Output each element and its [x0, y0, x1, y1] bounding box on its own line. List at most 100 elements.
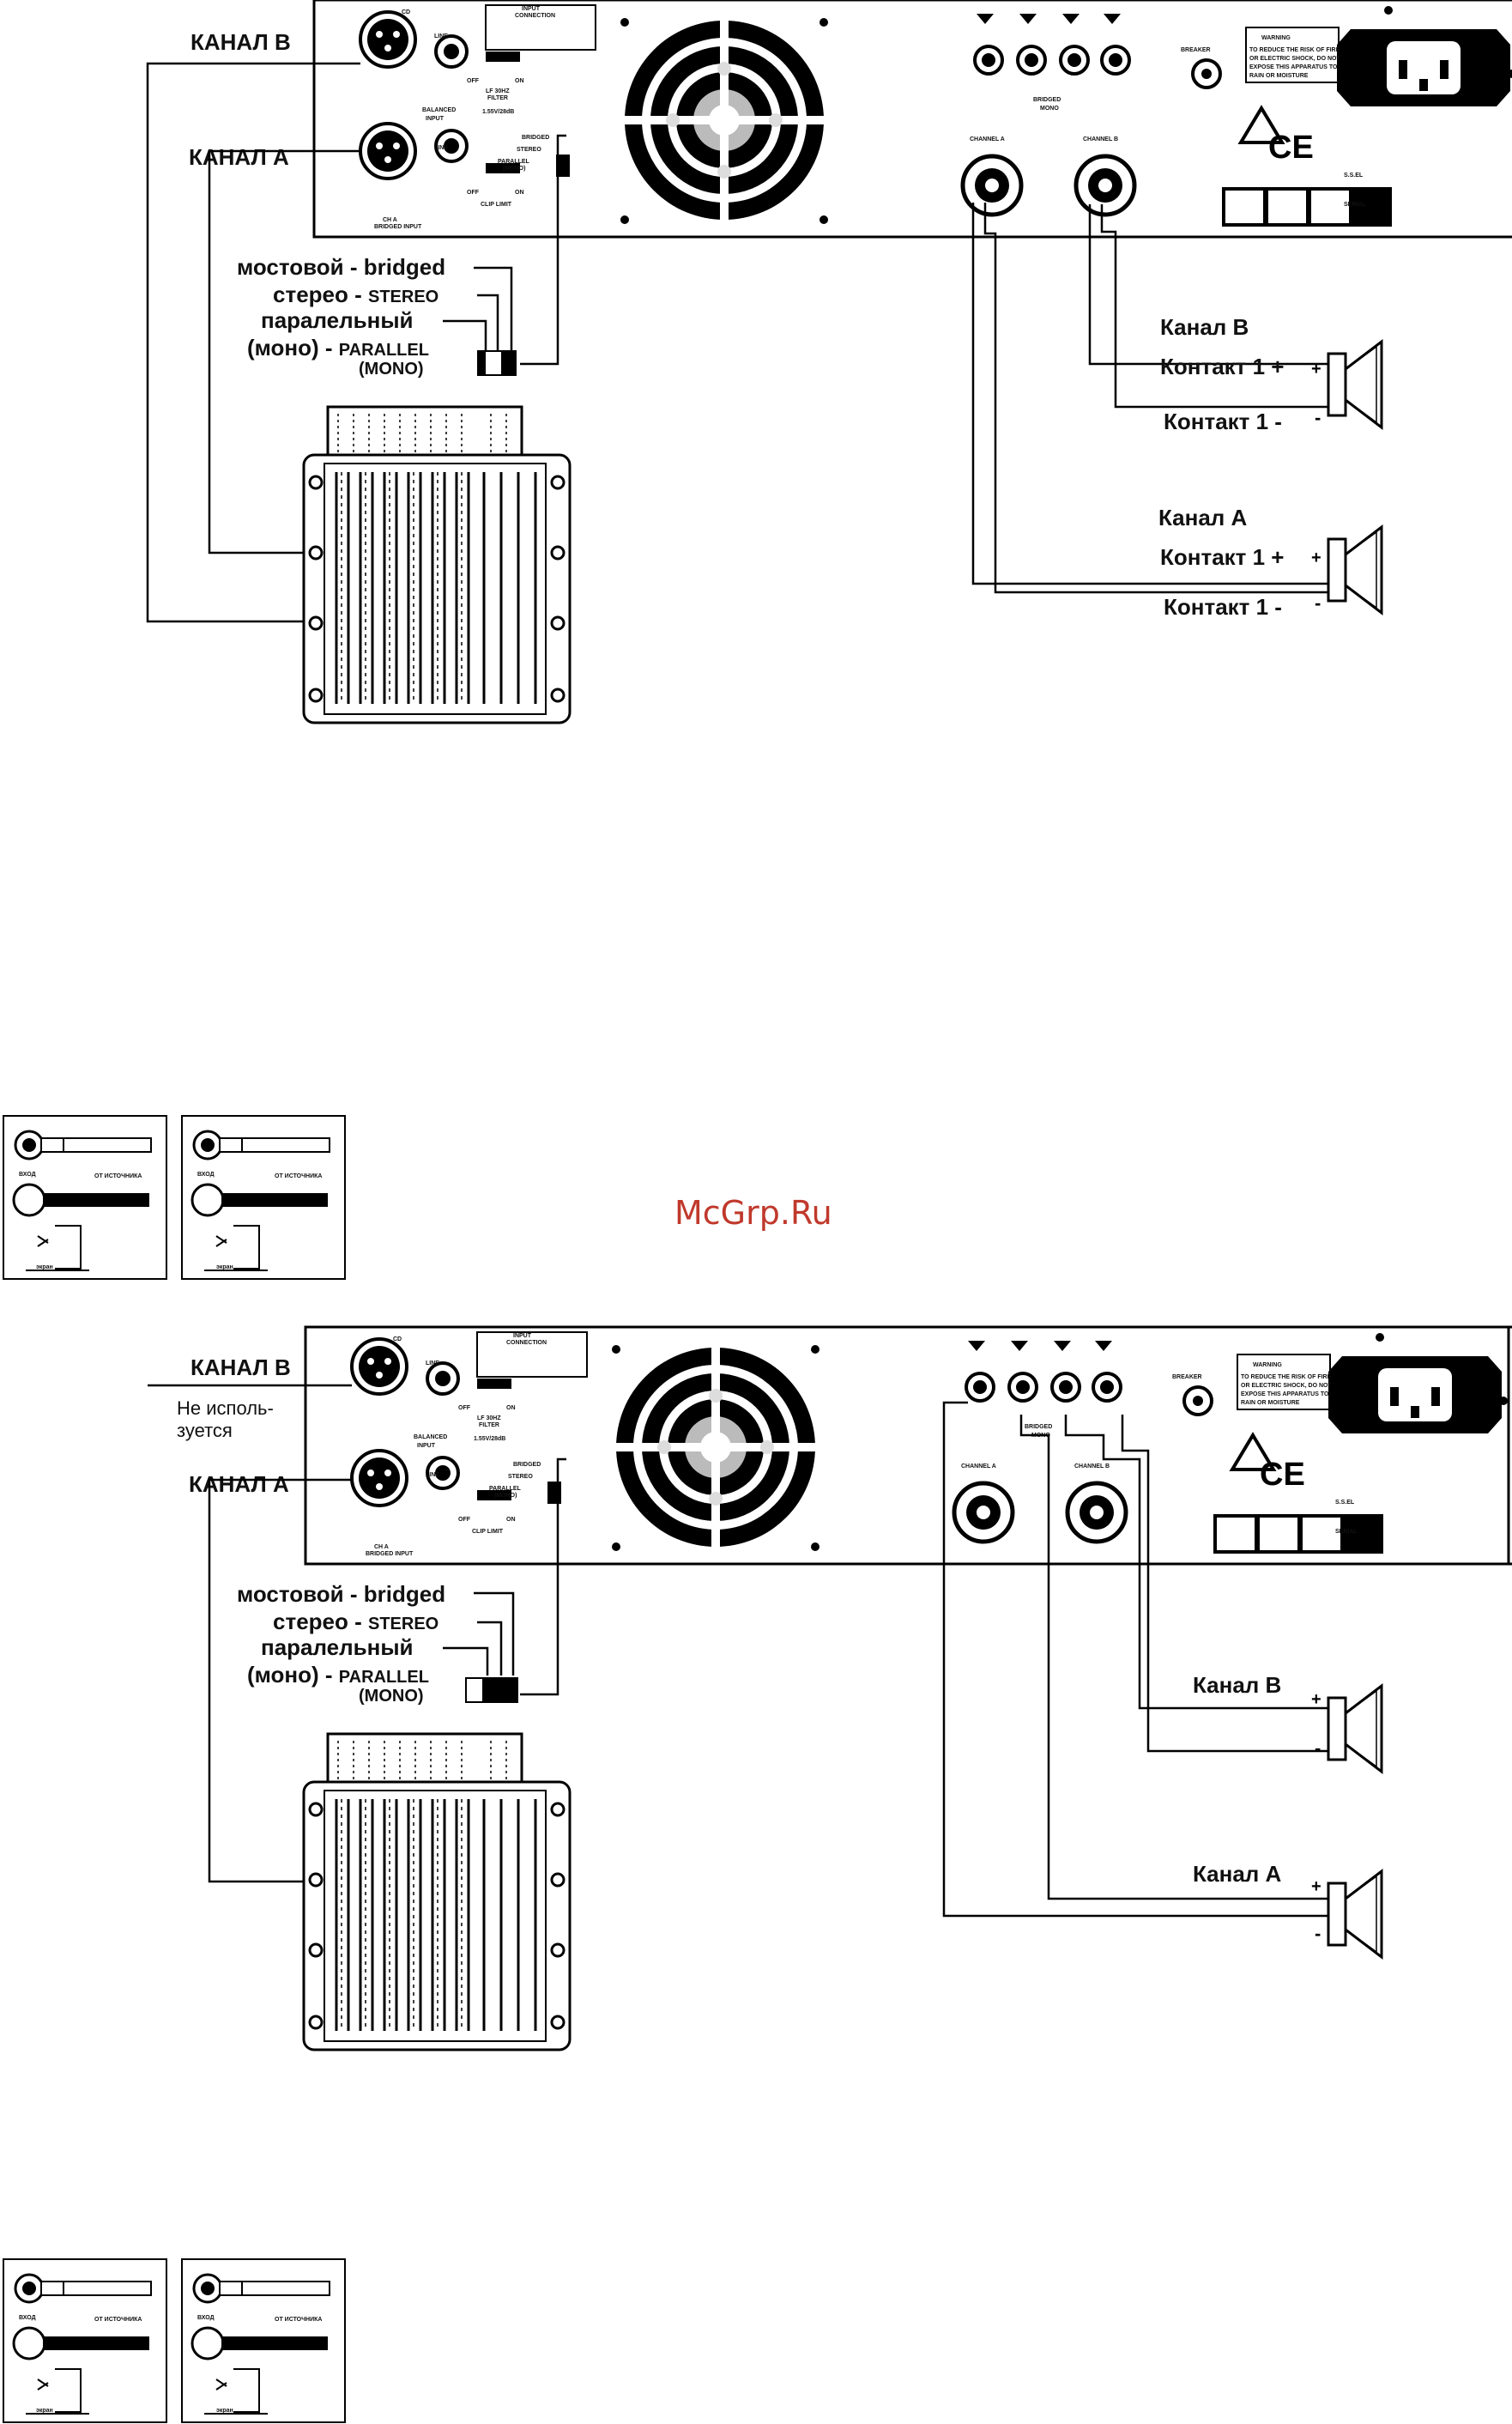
amp-channel-a-label: CHANNEL A [970, 136, 1005, 142]
amp2-channel-a-label: CHANNEL A [961, 1463, 996, 1470]
svg-text:+: + [1311, 548, 1321, 567]
amp2-input-connection-2: CONNECTION [506, 1340, 547, 1346]
amp2-bridged-label: BRIDGED [513, 1462, 541, 1468]
parallel-en-2: PARALLEL [339, 1668, 429, 1687]
amp2-warning-line-2: OR ELECTRIC SHOCK, DO NOT [1241, 1383, 1333, 1389]
stereo-en-2: STEREO [368, 1615, 438, 1633]
kanal-b-label: КАНАЛ B [191, 29, 291, 55]
amp-bridged-label: BRIDGED [522, 135, 549, 141]
mono-en-label: (MONO) [359, 360, 424, 379]
svg-text:-: - [1315, 1737, 1321, 1759]
amp2-warning-line-3: EXPOSE THIS APPARATUS TO [1241, 1391, 1329, 1397]
amp2-cha-label: CH A [374, 1544, 389, 1550]
inset-vhod-1: ВХОД [19, 1172, 36, 1178]
amp-input-connection-2: CONNECTION [515, 13, 555, 19]
amp-warning-line-2: OR ELECTRIC SHOCK, DO NOT [1249, 56, 1341, 62]
svg-text:+: + [1311, 360, 1321, 379]
amp-lf-label: LF 30HZ [486, 88, 510, 94]
bridged-label: мостовой - bridged [237, 254, 445, 280]
amp2-stereo-label: STEREO [508, 1474, 533, 1480]
amp-warning-line-4: RAIN OR MOISTURE [1249, 73, 1309, 79]
amp2-warning-title: WARNING [1253, 1362, 1282, 1368]
inset-vhod-4: ВХОД [197, 2315, 215, 2321]
svg-text:+: + [1311, 1877, 1321, 1896]
kanal-b-label-2: КАНАЛ B [191, 1354, 291, 1380]
amp2-off-label-2: OFF [458, 1517, 471, 1523]
mono-label-2: (моно) - PARALLEL [247, 1662, 429, 1688]
parallel-ru-label-2: паралельный [261, 1634, 414, 1660]
amp2-off-label: OFF [458, 1405, 471, 1411]
speaker-a-minus: Контакт 1 - [1164, 594, 1282, 620]
parallel-en: PARALLEL [339, 341, 429, 360]
speaker-a-title: Канал A [1158, 505, 1248, 530]
amp-serial-label: S.S.EL [1344, 173, 1364, 179]
amp-clip-label: CLIP LIMIT [481, 202, 512, 208]
svg-text:-: - [1315, 1923, 1321, 1944]
amp-parallel-label: PARALLEL [498, 159, 530, 165]
amp2-bridged-input-label: BRIDGED INPUT [366, 1551, 414, 1557]
amp2-line-label: LINE [426, 1360, 439, 1367]
mono-en-label-2: (MONO) [359, 1687, 424, 1706]
amp2-cd-label: CD [393, 1336, 402, 1342]
inset-source-1: ОТ ИСТОЧНИКА [94, 1173, 142, 1179]
inset-ekran-3: экран [36, 2408, 53, 2414]
unused-note-1: Не исполь- [177, 1397, 274, 1419]
amp2-parallel-label: PARALLEL [489, 1486, 522, 1492]
amp2-input-connection-1: INPUT [513, 1333, 532, 1339]
amp-bridged-input-label: BRIDGED INPUT [374, 224, 422, 230]
stereo-label: стерео - STEREO [273, 282, 438, 307]
diagram-2: CD LINE BALANCED INPUT LINE CH A BRIDGED… [148, 1327, 1512, 2051]
stereo-en: STEREO [368, 288, 438, 306]
inset-vhod-2: ВХОД [197, 1172, 215, 1178]
amp-on-label-2: ON [515, 190, 524, 196]
kanal-a-label: КАНАЛ A [189, 144, 289, 170]
svg-text:+: + [1311, 1690, 1321, 1709]
amp2-ce-mark: CE [1260, 1457, 1305, 1493]
amp-warning-line-1: TO REDUCE THE RISK OF FIRE [1249, 47, 1340, 53]
diagram-1: CD LINE BALANCED INPUT LINE CH A BRIDGED… [146, 0, 1512, 724]
amp2-serial-label: S.S.EL [1335, 1500, 1355, 1506]
inset-source-2: ОТ ИСТОЧНИКА [275, 1173, 322, 1179]
amp-breaker-label: BREAKER [1181, 47, 1211, 53]
amp-channel-b-label: CHANNEL B [1083, 136, 1118, 142]
unused-note-2: зуется [177, 1420, 233, 1441]
connector-insets-2: ВХОД ОТ ИСТОЧНИКА экран ВХОД ОТ ИСТОЧНИК… [2, 2257, 347, 2424]
amp2-sensitivity-label: 1.55V/28dB [474, 1436, 505, 1442]
amp-off-label-2: OFF [467, 190, 480, 196]
amp-sensitivity-label: 1.55V/28dB [482, 109, 514, 115]
kanal-a-label-2: КАНАЛ A [189, 1471, 289, 1497]
speaker-b-minus: Контакт 1 - [1164, 409, 1282, 434]
amp-bridged-mono-2: MONO [1040, 106, 1059, 112]
amp2-clip-label: CLIP LIMIT [472, 1529, 504, 1535]
inset-vhod-3: ВХОД [19, 2315, 36, 2321]
amp-input-connection-1: INPUT [522, 6, 541, 12]
speaker-b-title-2: Канал B [1193, 1672, 1281, 1698]
connector-insets-1: ВХОД ОТ ИСТОЧНИКА экран ВХОД ОТ ИСТОЧНИК… [2, 1114, 347, 1281]
amp-filter-label: FILTER [487, 95, 508, 101]
mono-ru: (моно) - [247, 335, 339, 361]
amp-warning-title: WARNING [1261, 35, 1291, 41]
inset-ekran-2: экран [216, 1264, 233, 1270]
amp-off-label: OFF [467, 78, 480, 84]
amp-mono-label: (MONO) [503, 166, 525, 172]
inset-ekran-1: экран [36, 1264, 53, 1270]
watermark: McGrp.Ru [674, 1194, 832, 1232]
inset-source-4: ОТ ИСТОЧНИКА [275, 2317, 322, 2323]
amp-warning-line-3: EXPOSE THIS APPARATUS TO [1249, 64, 1338, 70]
amp-line-label: LINE [434, 33, 448, 39]
stereo-label-2: стерео - STEREO [273, 1609, 438, 1634]
speaker-b-title: Канал B [1160, 314, 1249, 340]
amp2-filter-label: FILTER [479, 1422, 499, 1428]
mono-ru-2: (моно) - [247, 1662, 339, 1688]
speaker-a-title-2: Канал A [1193, 1861, 1282, 1887]
speaker-b-plus: Контакт 1 + [1160, 354, 1285, 379]
amp-cha-label: CH A [383, 217, 397, 223]
amp2-warning-line-4: RAIN OR MOISTURE [1241, 1400, 1300, 1406]
amp2-breaker-label: BREAKER [1172, 1374, 1202, 1380]
amp2-on-label-2: ON [506, 1517, 516, 1523]
parallel-ru-label: паралельный [261, 307, 414, 333]
amp2-balanced-label: BALANCED [414, 1434, 447, 1440]
inset-ekran-4: экран [216, 2408, 233, 2414]
stereo-ru-2: стерео - [273, 1609, 368, 1634]
